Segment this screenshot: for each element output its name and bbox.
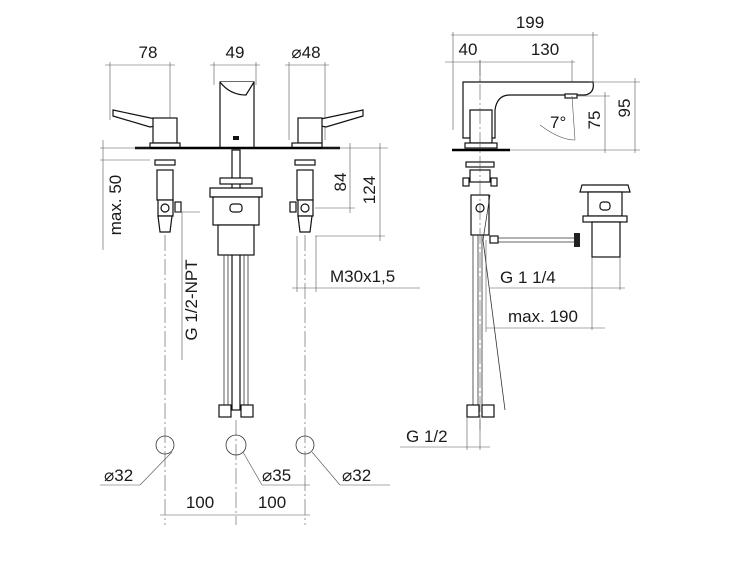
dim-199: 199 (516, 13, 544, 32)
drain-cap (579, 184, 631, 193)
hole-right-label: ⌀32 (342, 466, 371, 485)
dim-95: 95 (615, 99, 634, 118)
left-valve-handle (152, 117, 178, 144)
thread-m30: M30x1,5 (330, 267, 395, 286)
hole-left (155, 435, 175, 455)
spacing-left: 100 (186, 493, 214, 512)
dim-124: 124 (360, 176, 379, 204)
thread-npt: G 1/2-NPT (182, 259, 201, 340)
hole-right (295, 435, 315, 455)
dim-75: 75 (585, 111, 604, 130)
spacing-right: 100 (258, 493, 286, 512)
thread-supply: G 1/2 (406, 427, 448, 446)
hole-left-label: ⌀32 (104, 466, 133, 485)
dim-84: 84 (331, 173, 350, 192)
side-view: 199 40 130 75 95 7° G 1 1/4 (400, 13, 640, 450)
front-view: 78 49 ⌀48 (100, 43, 420, 525)
dim-78: 78 (139, 43, 158, 62)
hole-center (225, 434, 247, 456)
hole-center-label: ⌀35 (262, 466, 291, 485)
angle-label: 7° (550, 113, 566, 132)
dim-130: 130 (531, 40, 559, 59)
thread-drain: G 1 1/4 (500, 268, 556, 287)
dim-40: 40 (459, 40, 478, 59)
dim-48: ⌀48 (291, 43, 320, 62)
dim-max-190: max. 190 (508, 307, 578, 326)
right-lever (315, 109, 364, 128)
spout-side (462, 81, 594, 139)
right-valve-handle (297, 117, 323, 144)
dim-max-50: max. 50 (106, 175, 125, 235)
dim-49: 49 (226, 43, 245, 62)
